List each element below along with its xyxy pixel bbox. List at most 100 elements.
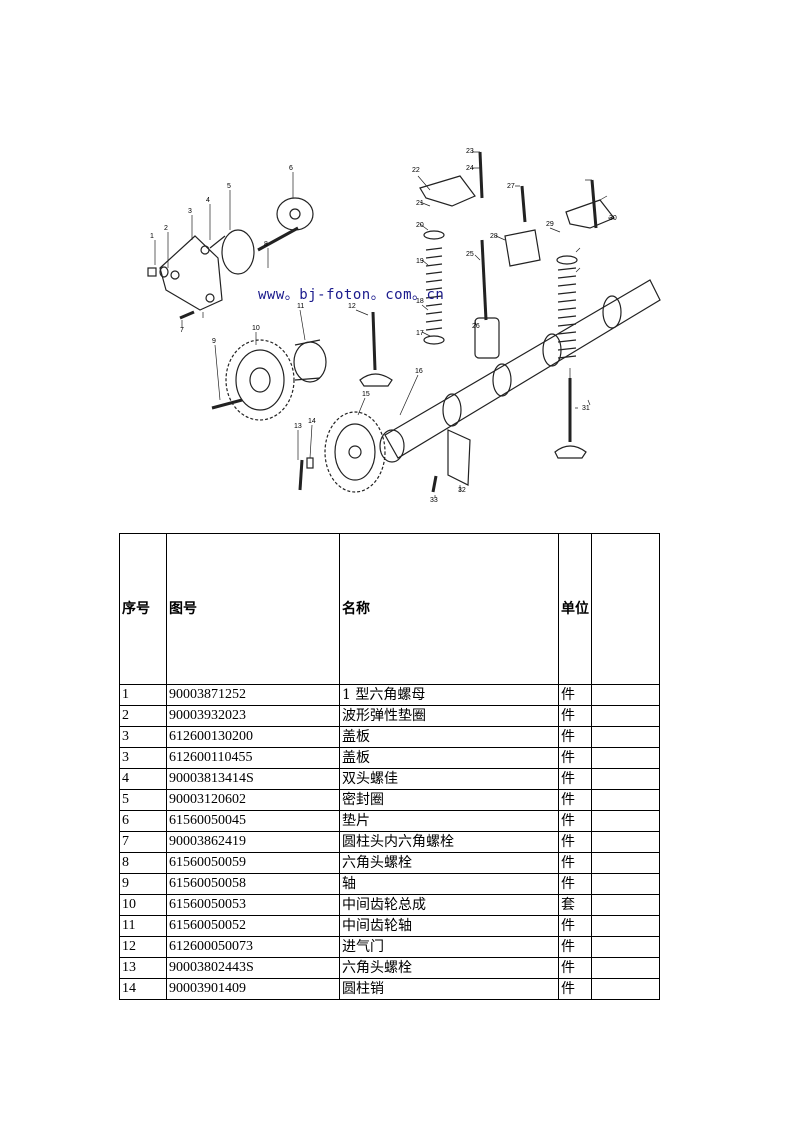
callout-number: 22 — [412, 167, 420, 174]
cell-part-number: 90003862419 — [166, 831, 340, 853]
cell-index: 3 — [119, 726, 167, 748]
header-index: 序号 — [119, 533, 167, 685]
cell-part-number: 61560050052 — [166, 915, 340, 937]
table-header-row: 序号 图号 名称 单位 — [119, 533, 660, 685]
cell-unit: 件 — [558, 957, 592, 979]
cell-part-number: 61560050053 — [166, 894, 340, 916]
cell-unit: 件 — [558, 915, 592, 937]
cell-unit: 件 — [558, 747, 592, 769]
intermediate-gear-shape — [225, 339, 295, 421]
camshaft-shape — [384, 279, 661, 459]
callout-number: 20 — [416, 222, 424, 229]
cell-extra — [591, 831, 660, 853]
cell-name: 盖板 — [339, 747, 559, 769]
cell-part-number: 61560050058 — [166, 873, 340, 895]
cell-name: 密封圈 — [339, 789, 559, 811]
cell-unit: 件 — [558, 726, 592, 748]
callout-number: 11 — [297, 303, 304, 310]
cell-name: 盖板 — [339, 726, 559, 748]
cell-part-number: 612600130200 — [166, 726, 340, 748]
cell-unit: 件 — [558, 789, 592, 811]
cell-index: 13 — [119, 957, 167, 979]
cell-extra — [591, 705, 660, 727]
cell-extra — [591, 915, 660, 937]
callout-number: 16 — [415, 368, 423, 375]
cell-extra — [591, 747, 660, 769]
callout-number: 8 — [264, 241, 268, 248]
cell-index: 5 — [119, 789, 167, 811]
seal-ring-shape — [221, 229, 255, 275]
cell-name: 六角头螺栓 — [339, 957, 559, 979]
cell-extra — [591, 978, 660, 1000]
header-extra — [591, 533, 660, 685]
callout-number: 13 — [294, 423, 302, 430]
camshaft-gear-shape — [324, 411, 386, 493]
callout-number: 18 — [416, 298, 424, 305]
cell-name: 中间齿轮总成 — [339, 894, 559, 916]
callout-number: 21 — [416, 200, 424, 207]
header-part-number: 图号 — [166, 533, 340, 685]
cell-index: 10 — [119, 894, 167, 916]
cell-index: 11 — [119, 915, 167, 937]
cell-unit: 件 — [558, 684, 592, 706]
cell-part-number: 90003871252 — [166, 684, 340, 706]
cell-part-number: 61560050045 — [166, 810, 340, 832]
cell-part-number: 90003932023 — [166, 705, 340, 727]
cell-name: 垫片 — [339, 810, 559, 832]
watermark-url: www。bj-foton。com。cn — [258, 287, 445, 303]
cell-part-number: 612600110455 — [166, 747, 340, 769]
rocker-arm-left-shape — [419, 175, 476, 207]
callout-number: 2 — [164, 225, 168, 232]
cell-name: 圆柱销 — [339, 978, 559, 1000]
cover-plate-shape — [159, 235, 223, 311]
callout-number: 30 — [609, 215, 617, 222]
callout-number: 10 — [252, 325, 260, 332]
cell-name: 轴 — [339, 873, 559, 895]
callout-number: 4 — [206, 197, 210, 204]
callout-number: 12 — [348, 303, 356, 310]
cell-index: 3 — [119, 747, 167, 769]
callout-number: 9 — [212, 338, 216, 345]
callout-number: 15 — [362, 391, 370, 398]
cell-unit: 件 — [558, 852, 592, 874]
callout-number: 25 — [466, 251, 474, 258]
cell-unit: 件 — [558, 831, 592, 853]
cell-part-number: 61560050059 — [166, 852, 340, 874]
cell-index: 2 — [119, 705, 167, 727]
callout-number: 26 — [472, 323, 480, 330]
gasket-shape — [276, 197, 314, 231]
callout-number: 19 — [416, 258, 424, 265]
cell-extra — [591, 873, 660, 895]
cell-unit: 件 — [558, 768, 592, 790]
cell-name: 六角头螺栓 — [339, 852, 559, 874]
callout-number: 29 — [546, 221, 554, 228]
cell-part-number: 90003120602 — [166, 789, 340, 811]
cell-index: 7 — [119, 831, 167, 853]
callout-number: 1 — [150, 233, 154, 240]
callout-number: 31 — [582, 405, 590, 412]
cell-name: 双头螺佳 — [339, 768, 559, 790]
callout-number: 32 — [458, 487, 466, 494]
cell-extra — [591, 726, 660, 748]
rocker-arm-right-shape — [565, 199, 615, 229]
cell-name: 波形弹性垫圈 — [339, 705, 559, 727]
cell-index: 6 — [119, 810, 167, 832]
cell-part-number: 90003901409 — [166, 978, 340, 1000]
cell-index: 4 — [119, 768, 167, 790]
callout-number: 5 — [227, 183, 231, 190]
cell-unit: 件 — [558, 978, 592, 1000]
cell-extra — [591, 894, 660, 916]
